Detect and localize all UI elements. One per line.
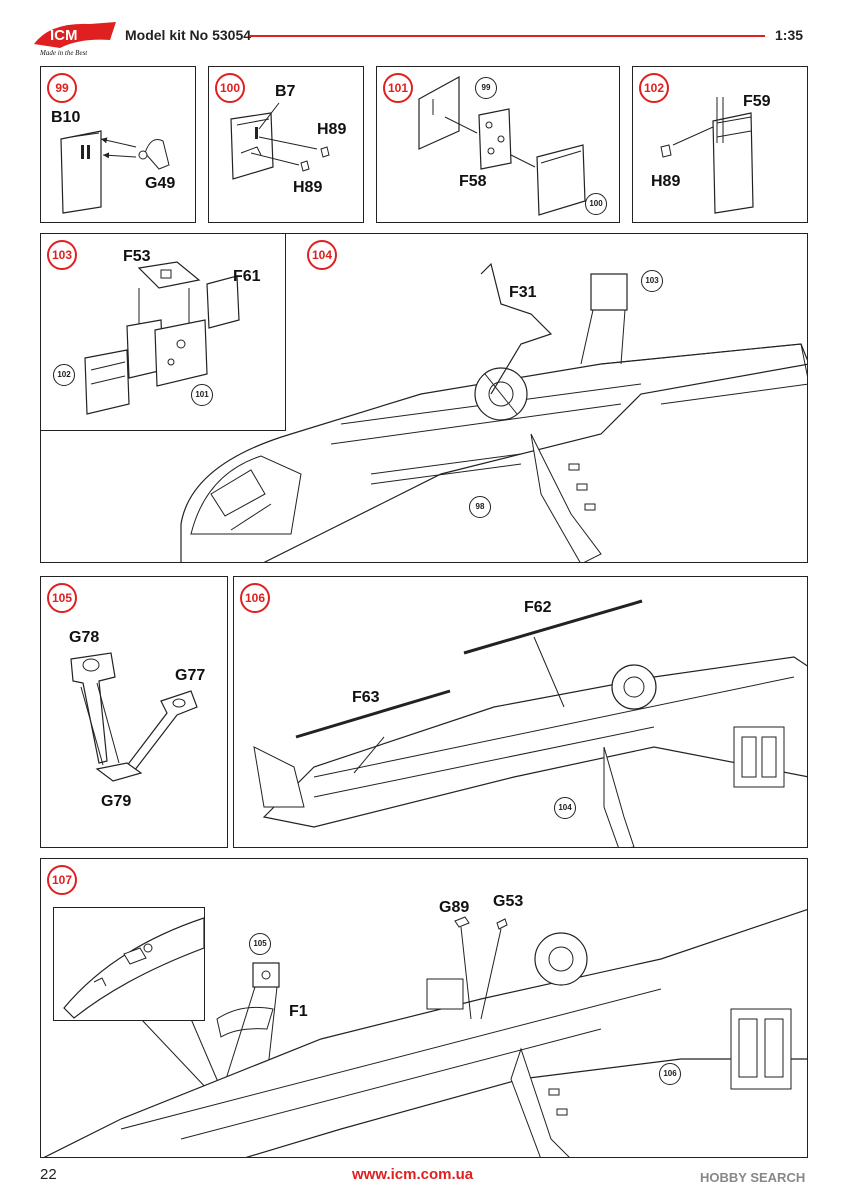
step-106-drawing — [253, 599, 807, 847]
step-99-panel: 99 B10 G49 — [40, 66, 196, 223]
part-label-b10: B10 — [51, 109, 81, 126]
part-label-g49: G49 — [145, 175, 176, 192]
step-102-badge: 102 — [639, 73, 669, 103]
website-link[interactable]: www.icm.com.ua — [352, 1166, 474, 1183]
step-101-drawing — [418, 75, 586, 216]
ref-104: 104 — [554, 797, 576, 819]
watermark: HOBBY SEARCH — [700, 1170, 806, 1185]
page-number: 22 — [40, 1166, 57, 1183]
part-label-h89: H89 — [651, 173, 681, 190]
part-label-f62: F62 — [524, 599, 552, 616]
part-label-f63: F63 — [352, 689, 380, 706]
step-106-badge: 106 — [240, 583, 270, 613]
part-label-f53: F53 — [123, 248, 151, 265]
part-label-f59: F59 — [743, 93, 771, 110]
part-label-g78: G78 — [69, 629, 100, 646]
part-label-h89-bottom: H89 — [293, 179, 323, 196]
scale-label: 1:35 — [775, 27, 804, 43]
ref-105: 105 — [249, 933, 271, 955]
step-105-panel: 105 G78 G77 G79 — [40, 576, 228, 848]
step-107-drawing — [43, 909, 807, 1157]
step-103-subpanel: 103 F53 F61 102 101 — [41, 234, 286, 431]
ref-99: 99 — [475, 77, 497, 99]
part-label-f58: F58 — [459, 173, 487, 190]
svg-text:ICM: ICM — [50, 27, 78, 44]
step-107-badge: 107 — [47, 865, 77, 895]
icm-logo: ICM Made in the Best — [34, 22, 116, 57]
step-101-panel: 101 99 100 F58 — [376, 66, 620, 223]
step-106-panel: 106 F62 F63 104 — [233, 576, 808, 848]
step-103-badge: 103 — [47, 240, 77, 270]
step-100-drawing — [230, 102, 330, 180]
step-100-badge: 100 — [215, 73, 245, 103]
step-101-badge: 101 — [383, 73, 413, 103]
step-102-drawing — [660, 97, 754, 214]
ref-106: 106 — [659, 1063, 681, 1085]
page-header: ICM Made in the Best Model kit No 53054 … — [0, 0, 848, 60]
part-label-g53: G53 — [493, 893, 524, 910]
part-label-g89: G89 — [439, 899, 470, 916]
ref-101: 101 — [191, 384, 213, 406]
part-label-f61: F61 — [233, 268, 261, 285]
step-99-drawing — [60, 130, 170, 214]
step-100-panel: 100 B7 H89 H89 — [208, 66, 364, 223]
step-107-panel: 107 G89 G53 F1 105 106 — [40, 858, 808, 1158]
ref-100: 100 — [585, 193, 607, 215]
detail-inset-drawing — [63, 917, 204, 1019]
part-label-g79: G79 — [101, 793, 132, 810]
ref-102: 102 — [53, 364, 75, 386]
step-105-drawing — [70, 652, 198, 782]
part-label-g77: G77 — [175, 667, 206, 684]
part-label-b7: B7 — [275, 83, 296, 100]
step-99-badge: 99 — [47, 73, 77, 103]
step-104-panel: 103 F53 F61 102 101 104 F31 103 98 — [40, 233, 808, 563]
step-104-drawing — [180, 262, 807, 562]
step-102-panel: 102 F59 H89 — [632, 66, 808, 223]
step-105-badge: 105 — [47, 583, 77, 613]
detail-inset — [53, 907, 205, 1021]
logo-tagline: Made in the Best — [39, 49, 88, 57]
ref-103: 103 — [641, 270, 663, 292]
ref-98: 98 — [469, 496, 491, 518]
kit-number: Model kit No 53054 — [125, 27, 252, 43]
part-label-f1: F1 — [289, 1003, 308, 1020]
header-rule — [250, 35, 765, 37]
step-104-badge: 104 — [307, 240, 337, 270]
step-103-drawing — [84, 261, 240, 415]
part-label-f31: F31 — [509, 284, 537, 301]
part-label-h89-top: H89 — [317, 121, 347, 138]
